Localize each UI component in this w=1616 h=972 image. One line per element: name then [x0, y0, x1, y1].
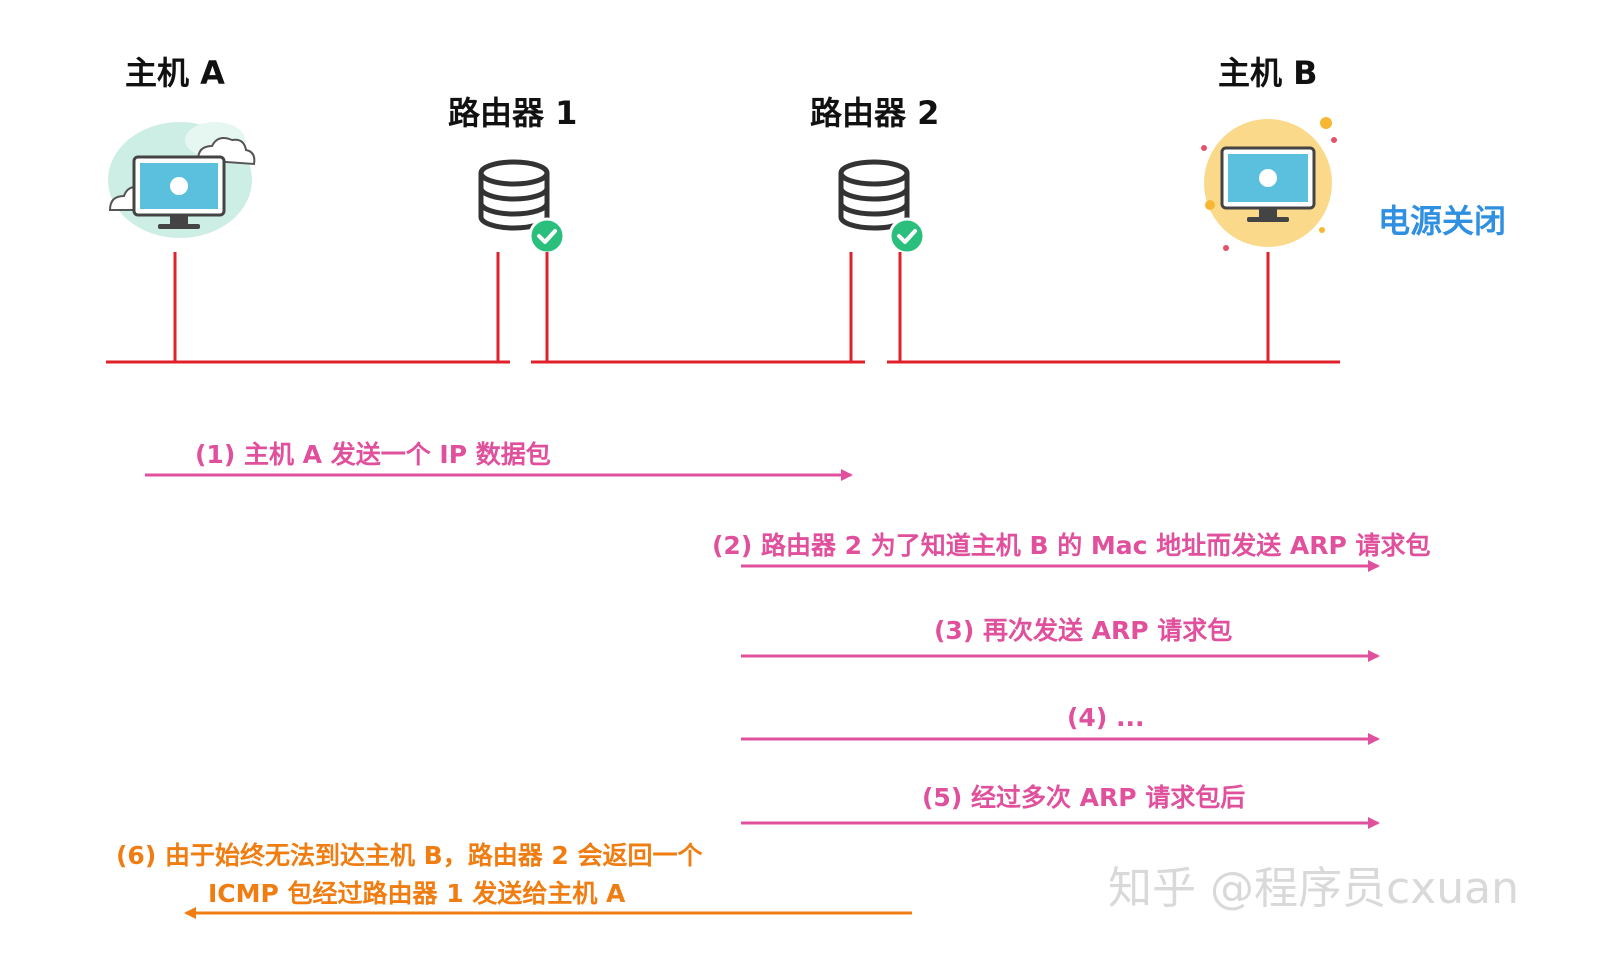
message-2-label: (2) 路由器 2 为了知道主机 B 的 Mac 地址而发送 ARP 请求包: [712, 531, 1431, 560]
router-1-database-icon: [478, 159, 550, 231]
message-6-label-line1: (6) 由于始终无法到达主机 B，路由器 2 会返回一个: [116, 841, 703, 870]
message-1-label: (1) 主机 A 发送一个 IP 数据包: [195, 440, 551, 469]
router-1-check-icon: [528, 217, 566, 255]
power-off-status: 电源关闭: [1378, 202, 1507, 240]
message-4-label: (4) ...: [1067, 703, 1145, 732]
message-5-label: (5) 经过多次 ARP 请求包后: [922, 783, 1246, 812]
message-6-label-line2: ICMP 包经过路由器 1 发送给主机 A: [208, 879, 626, 908]
host-b-computer-icon: [1201, 117, 1337, 251]
host-a-title: 主机 A: [125, 54, 225, 92]
message-3-label: (3) 再次发送 ARP 请求包: [934, 616, 1233, 645]
router-1-title: 路由器 1: [448, 94, 578, 132]
network-lines: [106, 252, 1340, 364]
watermark: 知乎 @程序员cxuan: [1108, 863, 1519, 914]
router-2-title: 路由器 2: [810, 94, 940, 132]
host-b-title: 主机 B: [1218, 54, 1318, 92]
host-a-computer-icon: [108, 122, 256, 238]
router-2-check-icon: [888, 217, 926, 255]
router-2-database-icon: [838, 159, 910, 231]
